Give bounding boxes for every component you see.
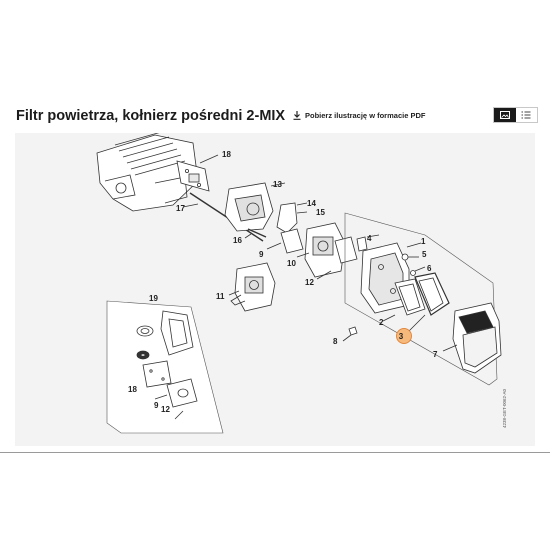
view-toggle xyxy=(493,107,538,123)
part-label-4[interactable]: 4 xyxy=(367,234,372,243)
part-label-12[interactable]: 12 xyxy=(161,405,170,414)
part-label-18[interactable]: 18 xyxy=(128,385,137,394)
drawing-code: 4238-GET-0062-A0 xyxy=(502,388,507,428)
engine-block-drawing xyxy=(96,133,199,212)
filter-housing-drawing xyxy=(360,242,410,314)
part-label-9[interactable]: 9 xyxy=(259,250,264,259)
part-label-16[interactable]: 16 xyxy=(233,236,242,245)
part-label-2[interactable]: 2 xyxy=(379,318,384,327)
download-pdf-label: Pobierz ilustrację w formacie PDF xyxy=(305,111,426,120)
part-label-18[interactable]: 18 xyxy=(222,150,231,159)
part-label-3[interactable]: 3 xyxy=(399,332,404,341)
part-label-8[interactable]: 8 xyxy=(333,337,338,346)
download-pdf-link[interactable]: Pobierz ilustrację w formacie PDF xyxy=(293,111,425,120)
image-view-button[interactable] xyxy=(494,108,516,122)
part-label-11[interactable]: 11 xyxy=(216,292,225,301)
part-label-14[interactable]: 14 xyxy=(307,199,316,208)
part-label-5[interactable]: 5 xyxy=(422,250,427,259)
part-label-1[interactable]: 1 xyxy=(421,237,426,246)
part-label-13[interactable]: 13 xyxy=(273,180,282,189)
page-title: Filtr powietrza, kołnierz pośredni 2-MIX xyxy=(16,108,286,124)
list-view-icon xyxy=(521,111,531,119)
carburetor-mid-drawing xyxy=(304,222,346,278)
part-label-17[interactable]: 17 xyxy=(176,204,185,213)
part-label-12[interactable]: 12 xyxy=(305,278,314,287)
page-header: Filtr powietrza, kołnierz pośredni 2-MIX… xyxy=(0,100,550,130)
bottom-divider xyxy=(0,452,550,453)
part-label-10[interactable]: 10 xyxy=(287,259,296,268)
part-label-6[interactable]: 6 xyxy=(427,264,432,273)
download-icon xyxy=(293,111,301,120)
list-view-button[interactable] xyxy=(516,108,538,122)
gasket-kit-detail-box xyxy=(106,300,224,434)
part-label-19[interactable]: 19 xyxy=(149,294,158,303)
part-label-7[interactable]: 7 xyxy=(433,350,438,359)
carburetor-left-drawing xyxy=(230,262,276,312)
image-view-icon xyxy=(499,111,510,119)
part-label-9[interactable]: 9 xyxy=(154,401,159,410)
part-label-15[interactable]: 15 xyxy=(316,208,325,217)
highlight-marker-part-3[interactable] xyxy=(396,328,412,344)
filter-cover-drawing xyxy=(452,302,502,374)
